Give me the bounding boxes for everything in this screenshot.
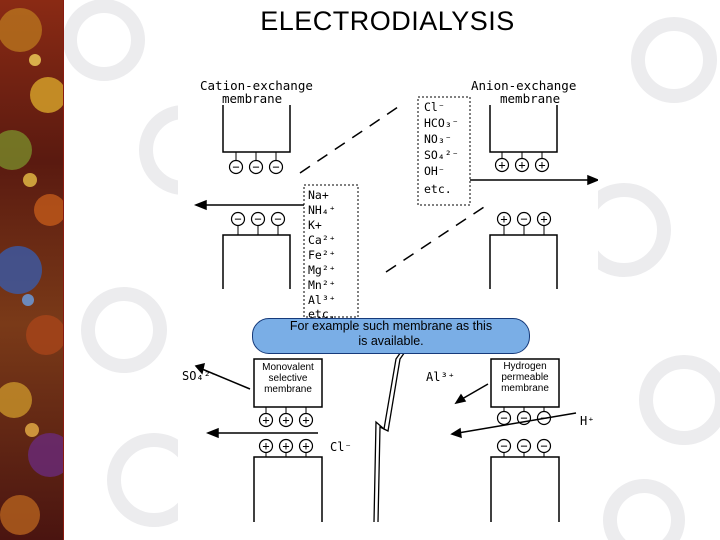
anion-membrane-label: Anion-exchange — [471, 78, 576, 93]
charge-sign: + — [302, 439, 309, 453]
hydrogen-label: membrane — [501, 383, 549, 394]
charge-sign: + — [282, 413, 289, 427]
hydrogen-membrane-box — [490, 358, 560, 408]
anion-item: etc. — [424, 182, 452, 196]
charge-sign: − — [520, 439, 527, 453]
charge-sign: − — [234, 212, 241, 226]
charge-sign: + — [498, 158, 505, 172]
decorative-side-stripe — [0, 0, 63, 540]
anion-item: SO₄²⁻ — [424, 148, 459, 162]
stripe-divider — [63, 0, 64, 540]
cation-item: Ca²⁺ — [308, 233, 336, 247]
charge-sign: − — [520, 411, 527, 425]
charge-sign: − — [520, 212, 527, 226]
anion-membrane-label-2: membrane — [500, 91, 560, 106]
charge-sign: − — [252, 160, 259, 174]
cation-item: etc. — [308, 307, 336, 321]
charge-sign: − — [274, 212, 281, 226]
monovalent-membrane-box — [253, 358, 323, 408]
monovalent-label: Monovalent — [262, 362, 314, 373]
cation-item: Fe²⁺ — [308, 248, 336, 262]
monovalent-membrane-box-2 — [253, 456, 323, 522]
monovalent-label: selective — [269, 373, 308, 384]
charge-sign: + — [262, 439, 269, 453]
charge-sign: − — [232, 160, 239, 174]
anion-item: HCO₃⁻ — [424, 116, 459, 130]
anion-item: Cl⁻ — [424, 100, 445, 114]
cation-item: Al³⁺ — [308, 293, 336, 307]
anion-item: NO₃⁻ — [424, 132, 452, 146]
sulfate-arrow — [201, 368, 251, 390]
slide-title: ELECTRODIALYSIS — [260, 6, 515, 36]
charge-sign: + — [500, 212, 507, 226]
cation-item: Mg²⁺ — [308, 263, 336, 277]
charge-sign: − — [272, 160, 279, 174]
gear-pattern-background — [64, 0, 720, 540]
aluminum-arrow — [461, 383, 489, 400]
membrane-callout-bubble: For example such membrane as this is ava… — [252, 318, 530, 354]
cation-membrane-box-2 — [222, 234, 291, 289]
charge-sign: + — [282, 439, 289, 453]
charge-sign: − — [254, 212, 261, 226]
aluminum-ion-label: Al³⁺ — [426, 370, 455, 384]
anion-list-box — [417, 96, 471, 206]
charge-sign: − — [500, 439, 507, 453]
sulfate-ion-label: SO₄²⁻ — [182, 369, 218, 383]
monovalent-label: membrane — [264, 384, 312, 395]
charge-sign: − — [500, 411, 507, 425]
anion-membrane-box-1 — [489, 105, 558, 153]
anion-item: OH⁻ — [424, 164, 445, 178]
cation-list-box — [303, 184, 359, 318]
charge-sign: + — [262, 413, 269, 427]
cation-item: Na+ — [308, 188, 329, 202]
hydrogen-ion-label: H⁺ — [580, 414, 594, 428]
charge-sign: − — [540, 439, 547, 453]
hydrogen-label: permeable — [501, 372, 549, 383]
chloride-ion-label: Cl⁻ — [330, 440, 352, 454]
cation-item: NH₄⁺ — [308, 203, 336, 217]
callout-line-2: is available. — [358, 334, 424, 348]
charge-sign: + — [302, 413, 309, 427]
charge-sign: + — [518, 158, 525, 172]
hydrogen-label: Hydrogen — [503, 361, 546, 372]
cation-membrane-label: Cation-exchange — [200, 78, 313, 93]
callout-line-1: For example such membrane as this — [289, 319, 493, 333]
cation-item: Mn²⁺ — [308, 278, 336, 292]
hydrogen-arrow — [457, 412, 577, 434]
hydrogen-membrane-box-2 — [490, 456, 560, 522]
cation-item: K+ — [308, 218, 322, 232]
electrodialysis-diagram: Cation-exchange membrane Anion-exchange … — [178, 77, 598, 522]
charge-sign: + — [540, 212, 547, 226]
charge-sign: + — [538, 158, 545, 172]
cation-membrane-label-2: membrane — [222, 91, 282, 106]
